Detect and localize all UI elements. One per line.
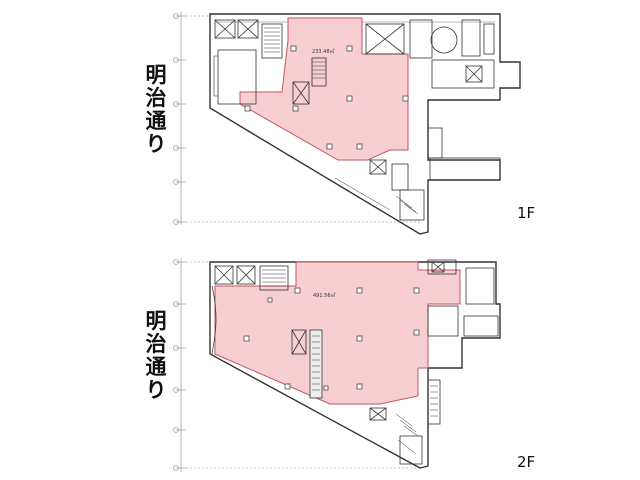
building-outline-2f [209,261,501,469]
street-char: 明 [145,63,167,87]
street-char: 明 [145,309,167,333]
floor-plan-1f: 233.48㎡ [173,12,521,235]
street-char: り [145,132,167,156]
street-char: 通 [145,355,167,379]
column-markers-2f [243,287,420,391]
street-char: 通 [145,109,167,133]
floor-label-2f: 2F [517,453,536,471]
street-label-1f: 明 治 通 り [140,64,172,156]
rentable-area-1f [239,17,409,161]
rentable-area-2f [214,261,461,405]
interior-details-1f [213,19,501,221]
dimension-line-1f [173,12,420,225]
street-char: 治 [145,332,167,356]
street-char: 治 [145,86,167,110]
interior-details-2f [211,259,499,465]
street-char: り [145,378,167,402]
street-label-2f: 明 治 通 り [140,310,172,402]
floor-plan-2f: 491.56㎡ [173,258,501,472]
floor-label-1f: 1F [517,204,536,222]
area-text-1f: 233.48㎡ [312,48,335,55]
area-text-2f: 491.56㎡ [313,292,336,299]
column-markers-1f [244,45,409,150]
